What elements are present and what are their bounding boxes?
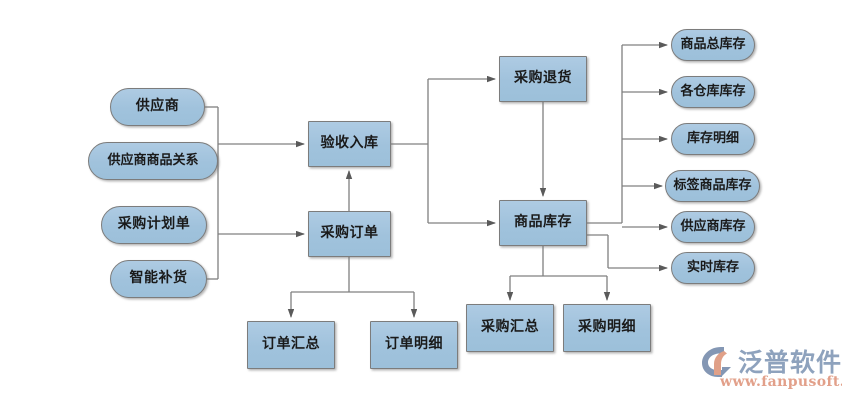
brand-name: 泛普软件: [738, 348, 842, 377]
node-label: 采购汇总: [481, 319, 539, 336]
node-label: 商品库存: [514, 214, 572, 231]
node-label: 订单汇总: [262, 336, 320, 353]
node-goods-stock[interactable]: 商品库存: [499, 200, 587, 246]
node-order-summary[interactable]: 订单汇总: [247, 321, 335, 369]
node-supplier-goods-relation[interactable]: 供应商商品关系: [88, 142, 218, 180]
node-realtime-stock[interactable]: 实时库存: [671, 252, 755, 284]
node-receive-stock[interactable]: 验收入库: [308, 121, 391, 167]
node-order-detail[interactable]: 订单明细: [370, 321, 458, 369]
node-purchase-order[interactable]: 采购订单: [308, 211, 391, 257]
node-label: 供应商商品关系: [107, 152, 199, 168]
node-label: 采购退货: [514, 70, 572, 87]
node-purchase-total[interactable]: 采购汇总: [466, 304, 554, 352]
brand-url: www.fanpusoft.com: [720, 374, 842, 390]
node-label: 各仓库库存: [680, 83, 746, 99]
node-supplier[interactable]: 供应商: [110, 88, 205, 126]
node-label: 采购明细: [578, 319, 636, 336]
node-label: 供应商: [135, 98, 180, 115]
node-label: 库存明细: [686, 130, 739, 146]
node-label-goods-stock[interactable]: 标签商品库存: [665, 170, 760, 202]
node-purchase-plan[interactable]: 采购计划单: [101, 206, 207, 244]
fanpu-logo-icon: [702, 347, 731, 377]
node-purchase-return[interactable]: 采购退货: [499, 56, 587, 102]
node-label: 商品总库存: [680, 36, 746, 52]
node-total-stock[interactable]: 商品总库存: [671, 29, 755, 61]
node-smart-replenishment[interactable]: 智能补货: [110, 260, 207, 298]
node-label: 采购订单: [320, 225, 379, 242]
brand-watermark: 泛普软件 www.fanpusoft.com: [700, 343, 842, 399]
node-label: 供应商库存: [680, 218, 746, 234]
node-label: 验收入库: [320, 135, 379, 152]
node-label: 智能补货: [129, 270, 188, 287]
node-label: 标签商品库存: [673, 177, 752, 193]
node-supplier-stock[interactable]: 供应商库存: [671, 211, 755, 243]
node-stock-detail[interactable]: 库存明细: [671, 123, 755, 155]
node-label: 采购计划单: [117, 216, 191, 233]
node-warehouse-stock[interactable]: 各仓库库存: [671, 76, 755, 108]
node-label: 实时库存: [686, 259, 739, 275]
node-purchase-detail[interactable]: 采购明细: [563, 304, 651, 352]
node-label: 订单明细: [385, 336, 443, 353]
